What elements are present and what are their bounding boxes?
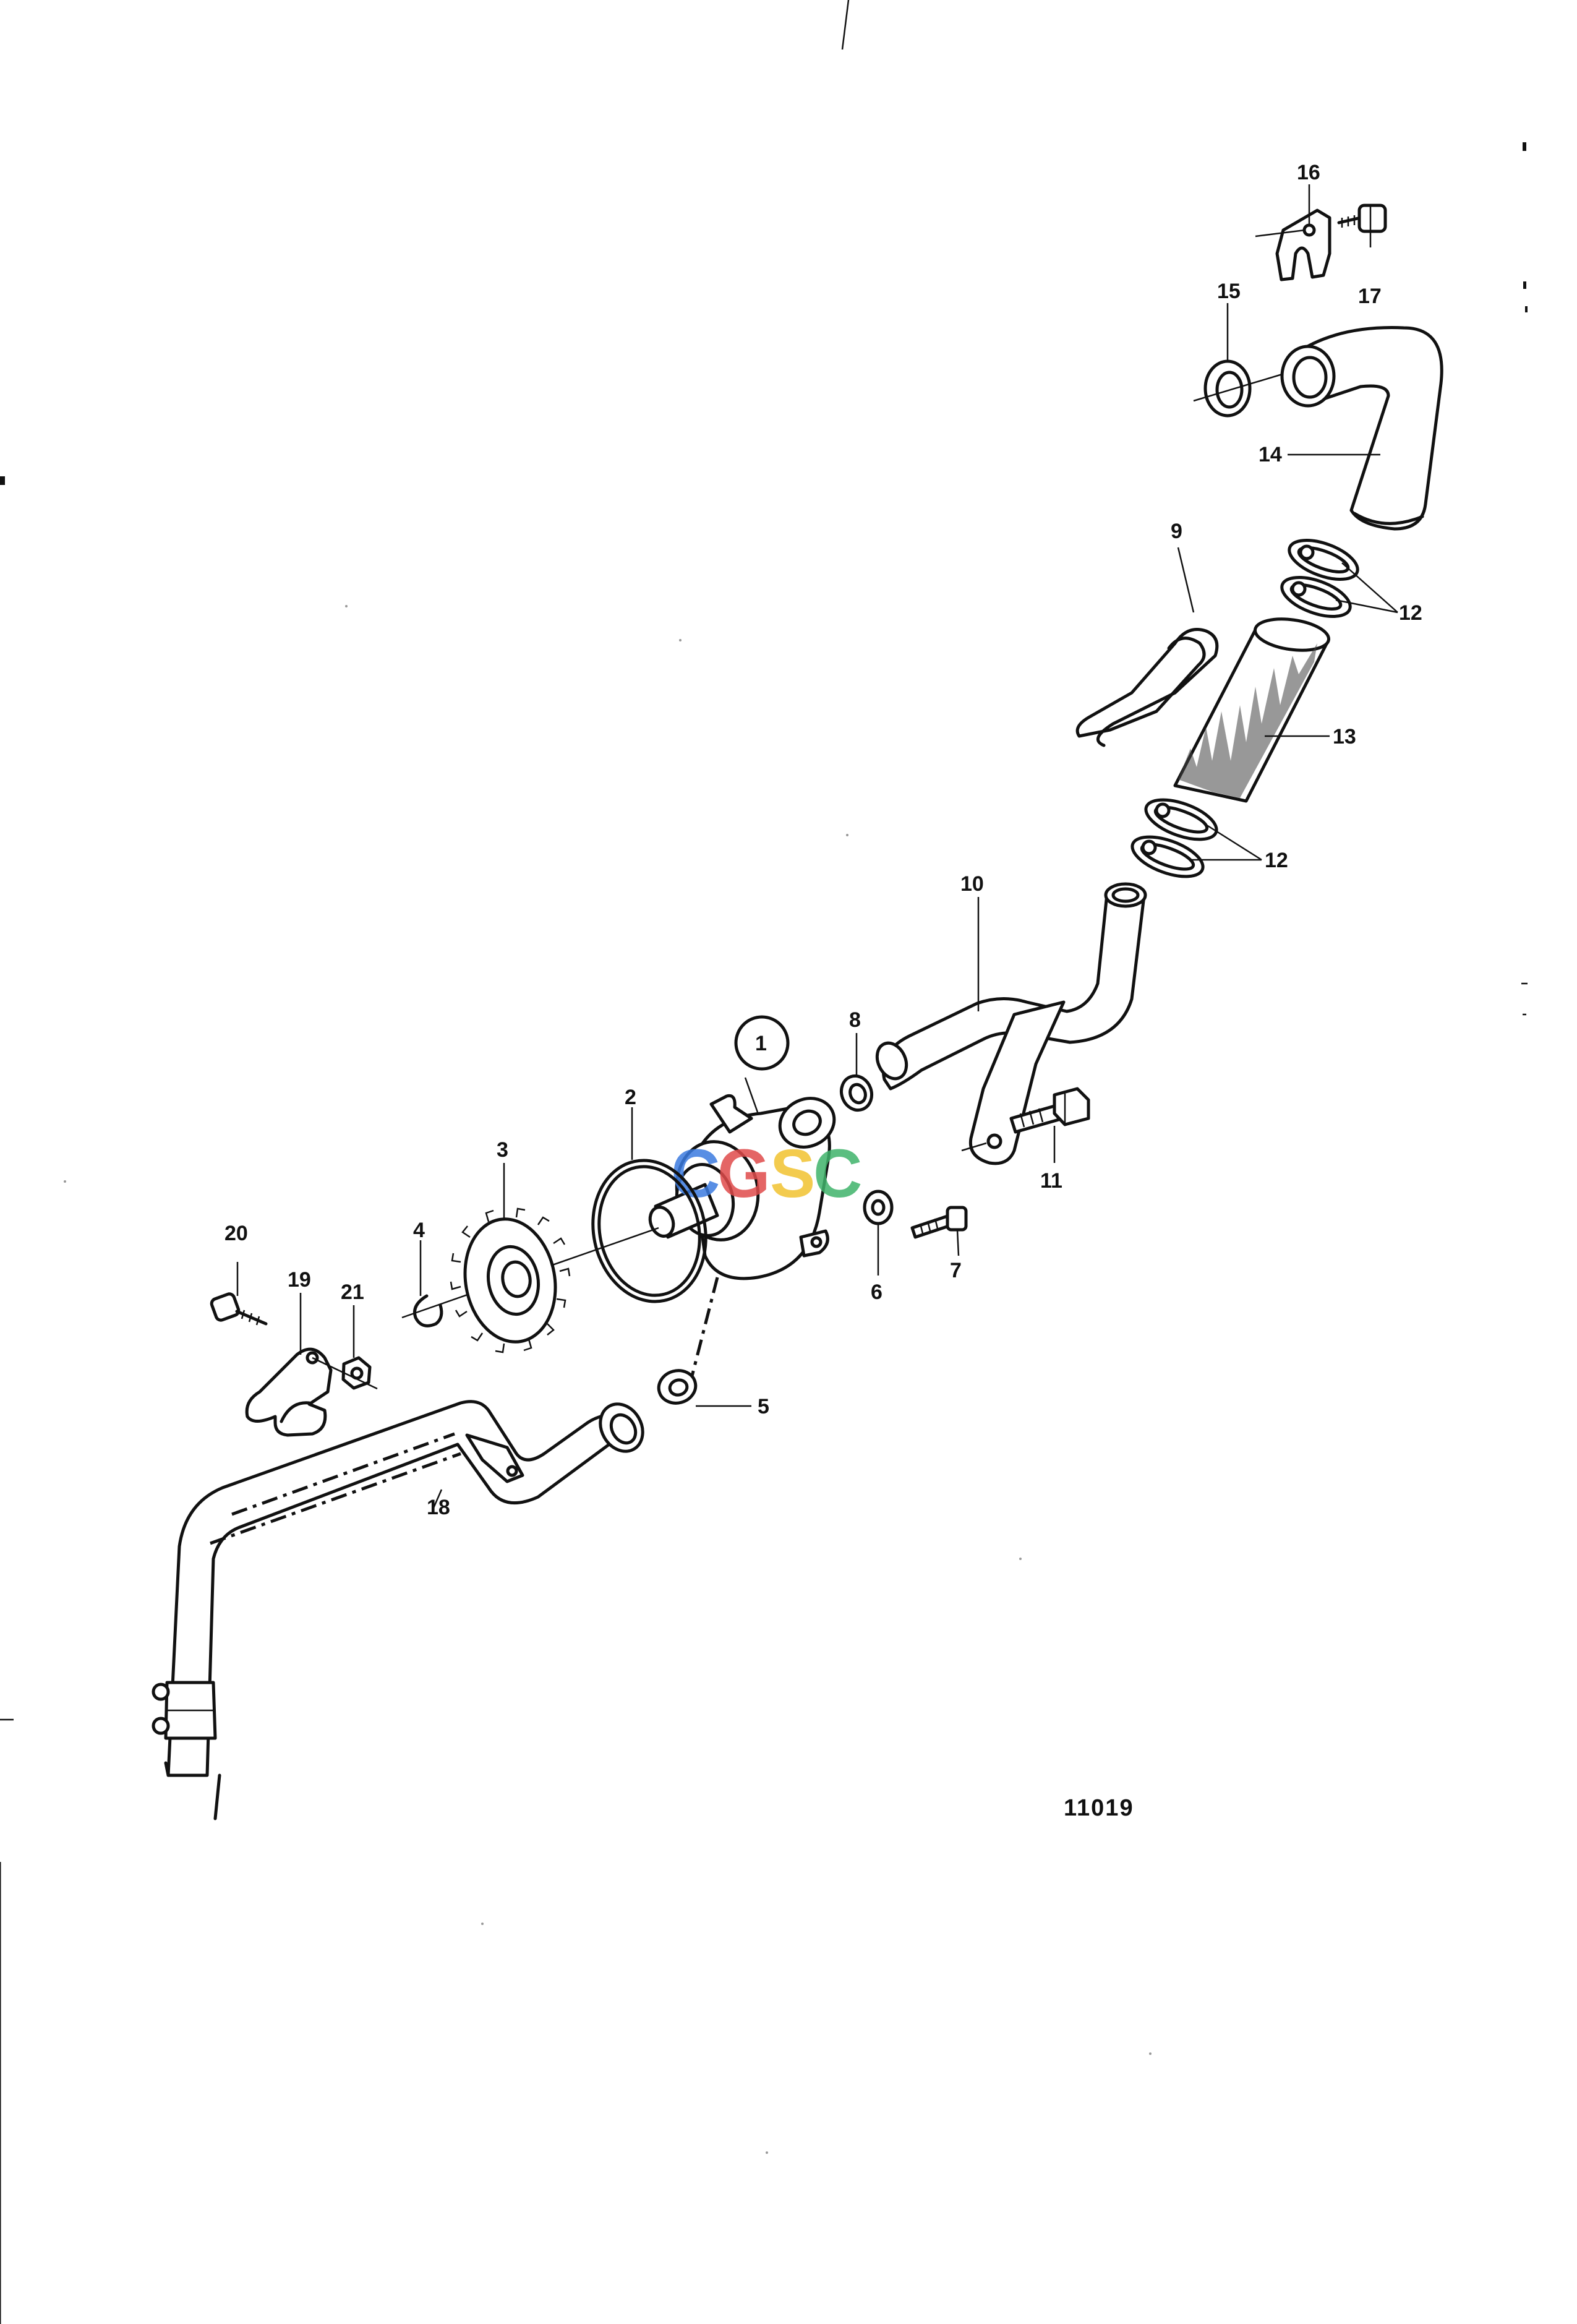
part-12-upper-clamps [1280, 539, 1359, 618]
part-5-seal-washer [657, 1369, 698, 1405]
part-4-circlip [413, 1294, 443, 1327]
part-21-nut [312, 1356, 378, 1390]
callout-18: 18 [427, 1496, 450, 1519]
watermark-logo: C G S C [671, 1136, 862, 1212]
part-17-bolt [1337, 204, 1387, 233]
part-20-bolt [210, 1292, 268, 1326]
part-6-washer [863, 1190, 894, 1225]
callout-5: 5 [758, 1395, 769, 1418]
part-9-spring-clip [1075, 628, 1219, 747]
callout-11: 11 [1040, 1169, 1062, 1193]
callout-4: 4 [413, 1219, 425, 1242]
callout-9: 9 [1171, 520, 1182, 543]
callout-6: 6 [871, 1280, 883, 1304]
figure-number: 11019 [1064, 1795, 1134, 1821]
part-8-washer [839, 1074, 874, 1112]
scan-specks [64, 605, 1152, 2154]
part-11-bolt [1009, 1087, 1090, 1134]
callout-14: 14 [1259, 443, 1282, 466]
part-3-gear [450, 1207, 571, 1353]
callout-20: 20 [224, 1222, 248, 1245]
part-19-pipe-clip [245, 1347, 333, 1437]
part-2-o-ring [591, 1159, 707, 1303]
callout-3: 3 [497, 1138, 508, 1162]
callout-1: 1 [755, 1032, 767, 1055]
callout-21: 21 [341, 1280, 364, 1304]
svg-text:S: S [770, 1136, 815, 1212]
svg-text:C: C [813, 1136, 862, 1212]
part-12-lower-clamps [1130, 798, 1218, 878]
callout-12b: 12 [1265, 849, 1288, 872]
callout-12a: 12 [1399, 601, 1422, 625]
scan-marks [0, 0, 1528, 2324]
part-15-seal [1193, 359, 1293, 418]
part-14-pipe [1280, 326, 1443, 531]
part-16-clamp-bracket [1255, 208, 1331, 281]
callout-1-circle [734, 1015, 790, 1071]
part-13-hose [1173, 617, 1331, 803]
svg-text:G: G [717, 1136, 771, 1212]
callout-2: 2 [625, 1086, 636, 1109]
callout-17: 17 [1358, 285, 1382, 308]
callout-7: 7 [950, 1259, 962, 1282]
callout-16: 16 [1297, 161, 1320, 184]
callout-15: 15 [1217, 280, 1241, 303]
part-10-pipe [875, 882, 1147, 1165]
callout-19: 19 [288, 1268, 311, 1292]
callout-leaders [236, 184, 1398, 1510]
callout-10: 10 [960, 872, 984, 896]
part-18-pipe [152, 1400, 644, 1820]
part-7-screw [910, 1206, 968, 1239]
callout-13: 13 [1333, 725, 1356, 748]
callout-8: 8 [849, 1008, 861, 1032]
part-1-pump-housing [648, 1094, 836, 1386]
